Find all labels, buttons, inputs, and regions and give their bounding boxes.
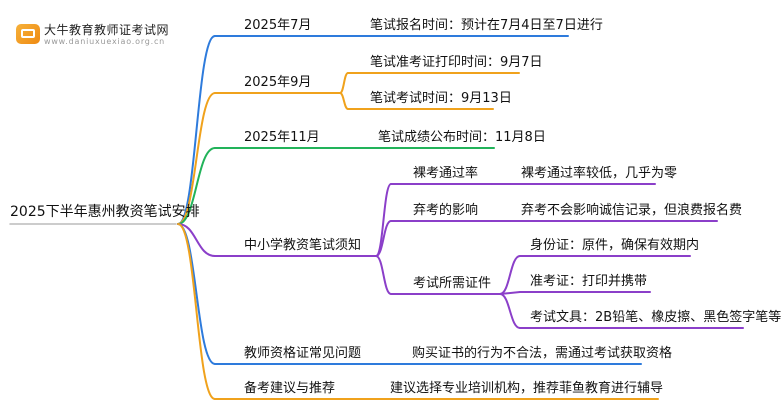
child-connector [375,255,392,295]
branch-connector [177,92,216,225]
site-logo[interactable]: 大牛教育教师证考试网 www.daniuxuexiao.org.cn [6,18,186,50]
node-registration-time[interactable]: 笔试报名时间：预计在7月4日至7日进行 [370,18,603,33]
branch-september[interactable]: 2025年9月 [244,75,312,90]
node-pass-rate-detail[interactable]: 裸考通过率较低，几乎为零 [521,166,678,181]
node-required-documents[interactable]: 考试所需证件 [413,276,492,291]
node-absence-detail[interactable]: 弃考不会影响诚信记录，但浪费报名费 [521,203,743,218]
mindmap-canvas [9,35,744,400]
branch-connector [177,35,216,225]
book-icon [16,24,40,44]
child-connector [375,220,392,257]
branch-faq[interactable]: 教师资格证常见问题 [244,346,362,361]
branch-prep-advice[interactable]: 备考建议与推荐 [244,381,336,396]
node-exam-date[interactable]: 笔试考试时间：9月13日 [370,91,512,106]
branch-connector [177,223,216,365]
branch-november[interactable]: 2025年11月 [244,130,320,145]
node-training-recommendation[interactable]: 建议选择专业培训机构，推荐菲鱼教育进行辅导 [390,381,664,396]
branch-connector [177,147,216,225]
node-admission-print-time[interactable]: 笔试准考证打印时间：9月7日 [370,55,543,70]
child-connector [339,72,349,94]
branch-july[interactable]: 2025年7月 [244,18,312,33]
branch-exam-notes[interactable]: 中小学教资笔试须知 [244,238,362,253]
node-certificate-purchase[interactable]: 购买证书的行为不合法，需通过考试获取资格 [412,346,673,361]
logo-brand-name: 大牛教育教师证考试网 [44,23,170,37]
node-score-release[interactable]: 笔试成绩公布时间：11月8日 [378,130,546,145]
node-absence-impact[interactable]: 弃考的影响 [413,203,479,218]
connector-lines [9,35,744,400]
node-id-card[interactable]: 身份证：原件，确保有效期内 [530,238,700,253]
leaf-connector [499,293,521,329]
child-connector [375,183,392,257]
node-admission-ticket[interactable]: 准考证：打印并携带 [530,274,648,289]
leaf-connector [499,255,521,295]
child-connector [339,92,349,110]
node-stationery[interactable]: 考试文具：2B铅笔、橡皮擦、黑色签字笔等 [530,310,781,325]
node-pass-rate[interactable]: 裸考通过率 [413,166,479,181]
branch-connector [177,223,216,400]
mindmap-root-node[interactable]: 2025下半年惠州教资笔试安排 [10,204,200,220]
leaf-connector [499,291,521,295]
logo-site-url: www.daniuxuexiao.org.cn [44,37,166,46]
branch-connector [177,223,216,257]
